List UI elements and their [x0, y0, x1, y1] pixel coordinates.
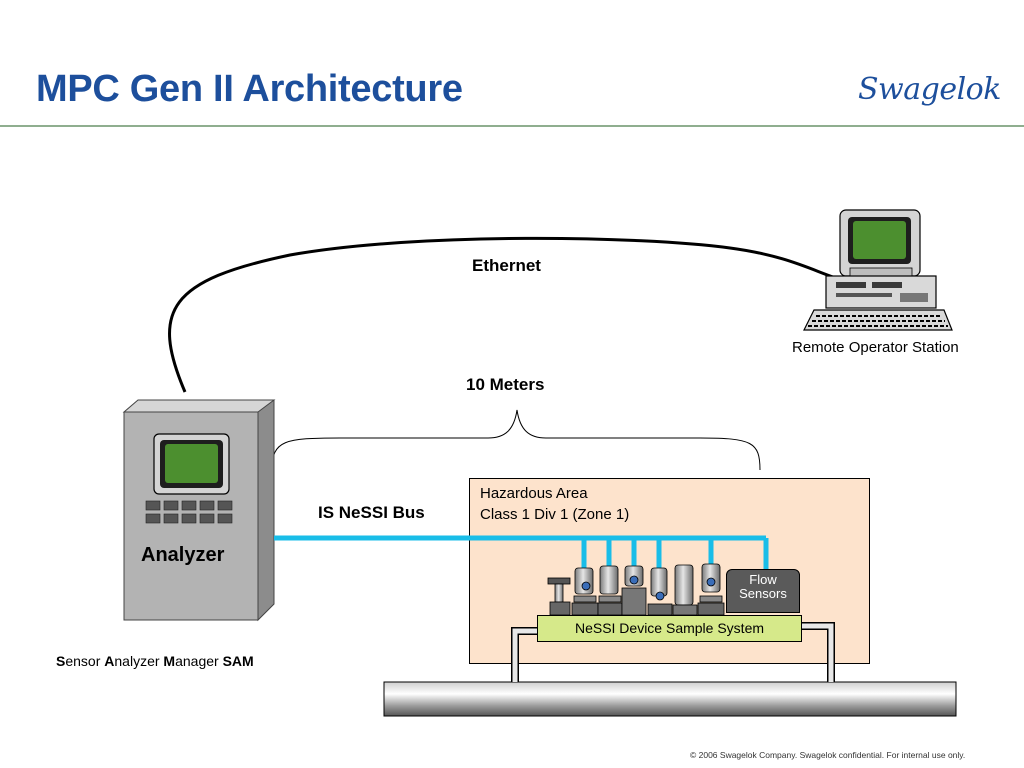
nessi-bus: [274, 535, 769, 572]
flow-sensors-line2: Sensors: [739, 586, 787, 601]
sample-tube-right: [800, 622, 835, 682]
sam-acronym: SAM: [222, 653, 254, 669]
hazard-area-class: Class 1 Div 1 (Zone 1): [480, 506, 630, 523]
hazard-area-title: Hazardous Area: [480, 485, 588, 502]
sam-s: S: [56, 653, 66, 669]
distance-label: 10 Meters: [466, 375, 545, 394]
sam-ensor: ensor: [65, 653, 105, 669]
sam-a: A: [104, 653, 115, 669]
bus-label: IS NeSSI Bus: [318, 503, 425, 522]
copyright-footer: © 2006 Swagelok Company. Swagelok confid…: [690, 750, 966, 760]
sam-nalyzer: nalyzer: [114, 653, 164, 669]
remote-station-label: Remote Operator Station: [792, 339, 959, 356]
slide-title: MPC Gen II Architecture: [36, 68, 463, 110]
flow-sensors: Flow Sensors: [726, 569, 800, 613]
nessi-components: [547, 563, 725, 616]
analyzer-label: Analyzer: [141, 544, 225, 566]
remote-station-computer: [803, 209, 953, 331]
nessi-sample-system: NeSSI Device Sample System: [537, 615, 802, 642]
process-pipe: [383, 681, 957, 717]
flow-sensors-line1: Flow: [749, 572, 777, 587]
analyzer-cabinet: [122, 399, 276, 622]
title-divider: [0, 125, 1024, 127]
ethernet-label: Ethernet: [472, 256, 541, 275]
sam-m: M: [163, 653, 176, 669]
sam-label: Sensor Analyzer Manager SAM: [56, 653, 254, 669]
distance-brace: [271, 409, 761, 471]
sam-anager: anager: [175, 653, 223, 669]
swagelok-logo: Swagelok: [858, 72, 1001, 107]
ethernet-cable: [168, 236, 843, 393]
